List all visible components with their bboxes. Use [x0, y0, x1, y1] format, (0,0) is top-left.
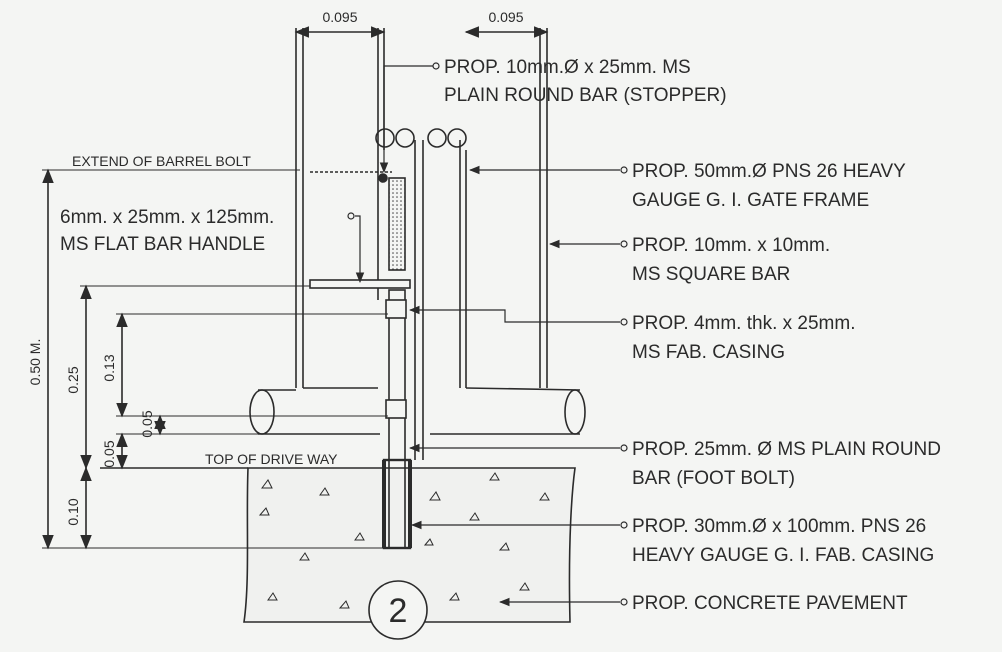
dim-handle-height: 0.25: [65, 366, 81, 393]
callout-fab-casing-line2: MS FAB. CASING: [632, 342, 785, 363]
stopper-bar: [378, 173, 388, 183]
concrete-aggregate-marks: [258, 472, 550, 609]
callout-pns-casing-line1: PROP. 30mm.Ø x 100mm. PNS 26: [632, 516, 926, 537]
dim-gap-upper: 0.05: [139, 410, 155, 437]
detail-number: 2: [389, 592, 408, 630]
handle-label-line1: 6mm. x 25mm. x 125mm.: [60, 207, 274, 228]
pipe-end-right: [564, 389, 586, 435]
dim-top-left: 0.095: [322, 9, 357, 25]
callout-fab-casing-line1: PROP. 4mm. thk. x 25mm.: [632, 313, 855, 334]
dim-casing-height: 0.13: [101, 354, 117, 381]
callout-stopper-line2: PLAIN ROUND BAR (STOPPER): [444, 85, 727, 106]
dim-gap-lower: 0.05: [101, 440, 117, 467]
leaders: [355, 65, 620, 607]
extend-barrel-bolt-label: EXTEND OF BARREL BOLT: [72, 153, 251, 169]
dim-embed-depth: 0.10: [65, 498, 81, 525]
detail-number-circle: [368, 580, 428, 640]
callout-square-bar-line1: PROP. 10mm. x 10mm.: [632, 235, 830, 256]
callout-stopper-line1: PROP. 10mm.Ø x 25mm. MS: [444, 57, 691, 78]
frame-top-loops: [375, 128, 467, 148]
barrel-bolt-hatched: [388, 177, 406, 271]
pipe-end-left: [249, 389, 275, 435]
callout-foot-bolt-line1: PROP. 25mm. Ø MS PLAIN ROUND: [632, 439, 941, 460]
callout-concrete-line1: PROP. CONCRETE PAVEMENT: [632, 593, 908, 614]
dim-top-right: 0.095: [488, 9, 523, 25]
leader-origin-circles: [347, 62, 628, 606]
callout-gate-frame-line2: GAUGE G. I. GATE FRAME: [632, 190, 869, 211]
top-of-driveway-label: TOP OF DRIVE WAY: [205, 451, 338, 467]
gate-frame-bottom-pipe: [258, 387, 581, 435]
handle-label-line2: MS FLAT BAR HANDLE: [60, 234, 265, 255]
fab-casing-lower: [385, 399, 407, 419]
callout-square-bar-line2: MS SQUARE BAR: [632, 264, 790, 285]
dim-overall-height: 0.50 M.: [27, 339, 43, 386]
callout-foot-bolt-line2: BAR (FOOT BOLT): [632, 468, 795, 489]
fab-casing-upper: [385, 299, 407, 319]
callout-pns-casing-line2: HEAVY GAUGE G. I. FAB. CASING: [632, 545, 934, 566]
callout-gate-frame-line1: PROP. 50mm.Ø PNS 26 HEAVY: [632, 161, 906, 182]
